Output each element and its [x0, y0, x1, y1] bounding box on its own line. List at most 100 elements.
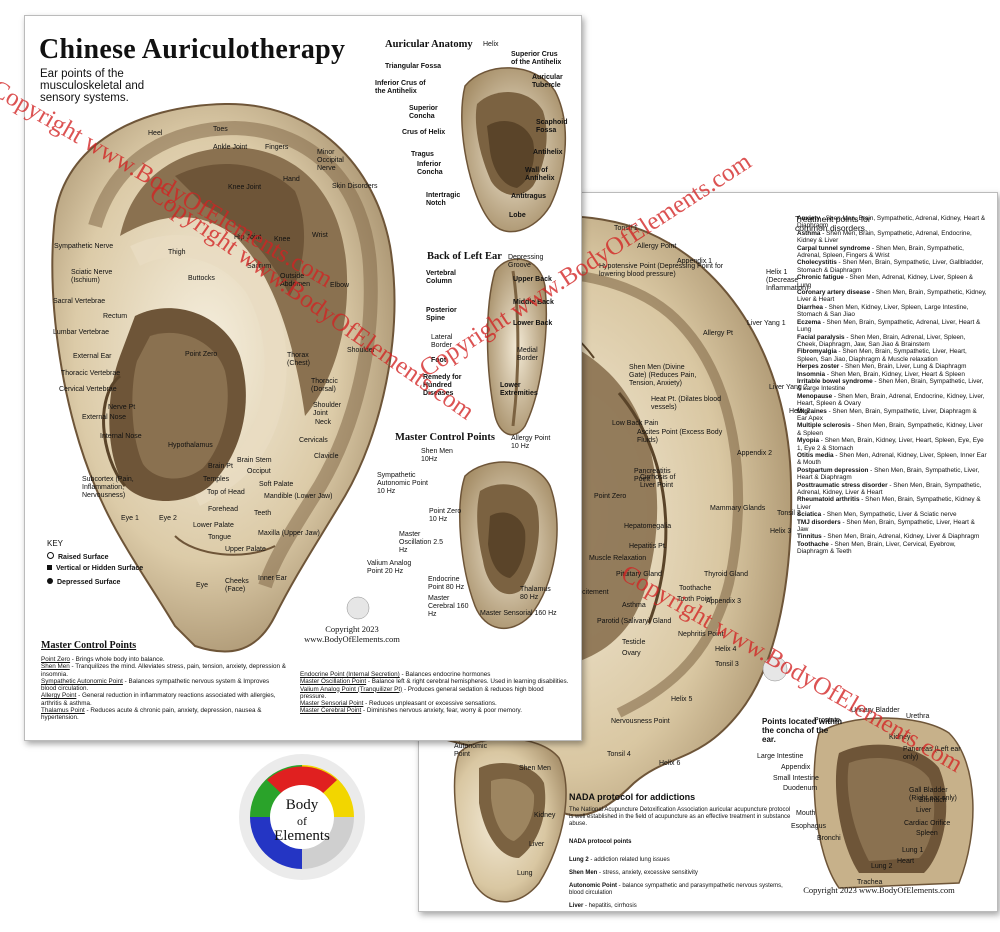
entry-name: Migraines — [797, 407, 827, 415]
entry-name: Master Oscillation Point — [300, 678, 367, 686]
entry-name: Asthma — [797, 229, 821, 237]
point-label: Master Cerebral 160 Hz — [428, 595, 469, 618]
point-label: Lower Extremities — [500, 382, 538, 397]
list-entry: Herpes zoster - Shen Men, Brain, Liver, … — [797, 363, 987, 370]
entry-text: - Reduces unpleasant or excessive sensat… — [363, 700, 497, 708]
point-label: Allergy Pt — [703, 330, 733, 337]
point-label: Shen Men 10Hz — [421, 448, 453, 463]
point-label: Middle Back — [513, 299, 554, 306]
anatomy-title: Auricular Anatomy — [385, 39, 473, 50]
point-label: Heart — [897, 858, 915, 865]
entry-text: - Balance left & right cerebral hemisphe… — [366, 678, 569, 686]
list-entry: Coronary artery disease - Shen Men, Brai… — [797, 289, 987, 304]
list-entry: Shen Men - Tranquilizes the mind. Allevi… — [41, 663, 286, 678]
point-label: Cheeks (Face) — [225, 578, 249, 593]
point-label: Helix 3 — [770, 528, 792, 535]
entry-text: - Brings whole body into balance. — [70, 656, 165, 663]
point-label: Tragus — [411, 151, 434, 158]
entry-name: TMJ disorders — [797, 518, 841, 526]
entry-name: Insomnia — [797, 370, 826, 378]
point-label: Shen Men (Divine Gate) (Reduces Pain, Te… — [629, 364, 697, 387]
point-label: Intertragic Notch — [426, 192, 461, 207]
entry-name: Chronic fatigue — [797, 274, 844, 282]
entry-name: Posttraumatic stress disorder — [797, 481, 888, 489]
point-label: Toothache — [679, 585, 712, 592]
entry-name: Cholecystitis — [797, 259, 837, 267]
entry-text: - Shen Men, Brain, Adrenal, Endocrine, K… — [797, 392, 985, 408]
mcp-right-list: Endocrine Point (Internal Secretion) - B… — [300, 671, 570, 715]
key-depressed: Depressed Surface — [47, 578, 120, 586]
point-label: Appendix 3 — [706, 598, 742, 605]
entry-name: Endocrine Point (Internal Secretion) — [300, 671, 400, 678]
point-label: Upper Back — [513, 276, 552, 283]
point-label: Testicle — [622, 639, 646, 646]
point-label: Tooth Point — [677, 596, 713, 603]
sheet1-copyright: Copyright 2023 www.BodyOfElements.com — [304, 624, 400, 644]
point-label: Prostate — [814, 717, 841, 724]
point-label: Tonsil 4 — [607, 751, 631, 758]
list-entry: Diarrhea - Shen Men, Kidney, Liver, Sple… — [797, 304, 987, 319]
point-label: Hepatomegalia — [624, 523, 672, 530]
point-label: Temples — [203, 476, 230, 483]
list-entry: Master Sensorial Point - Reduces unpleas… — [300, 700, 570, 707]
point-label: Pituitary Gland — [616, 571, 662, 578]
entry-text: - Shen Men, Kidney, Liver, Spleen, Large… — [797, 303, 969, 319]
entry-text: - Shen Men, Brain, Sympathetic, Liver, G… — [797, 259, 984, 274]
point-label: Ovary — [622, 650, 641, 657]
entry-text: - Shen Men, Brain, Sympathetic, Kidney, … — [797, 422, 983, 437]
entry-text: - Shen Men, Brain, Sympathetic, Adrenal,… — [797, 229, 972, 245]
point-label: Master Oscillation 2.5 Hz — [399, 531, 443, 554]
point-label: Urethra — [906, 713, 930, 720]
point-label: Liver — [916, 807, 932, 814]
point-label: Helix 6 — [659, 760, 681, 767]
sheet2-copyright: Copyright 2023 www.BodyOfElements.com — [803, 885, 955, 895]
point-label: Allergy Point — [637, 243, 677, 250]
list-entry: Fibromyalgia - Shen Men, Brain, Sympathe… — [797, 348, 987, 363]
point-label: Asthma — [622, 602, 646, 609]
point-label: Nephritis Point — [678, 631, 724, 638]
point-label: Helix 2 — [789, 408, 811, 415]
logo-text: Body of Elements — [274, 797, 330, 844]
point-label: Soft Palate — [259, 481, 294, 488]
point-label: Master Sensorial 160 Hz — [480, 610, 557, 617]
point-label: Tongue — [208, 534, 231, 541]
point-label: Subcortex (Pain, Inflammation, Nervousne… — [82, 476, 134, 499]
entry-text: - Shen Men, Brain, Sympathetic, Adrenal,… — [797, 215, 986, 230]
point-label: Brain Pt — [208, 463, 233, 470]
entry-text: - Shen Men, Brain, Sympathetic, Adrenal,… — [797, 481, 982, 497]
point-label: Tonsil 3 — [715, 661, 739, 668]
point-label: Kidney — [889, 734, 911, 741]
point-label: Excitement — [574, 589, 609, 596]
point-label: Thigh — [168, 249, 186, 256]
point-label: Allergy Point 10 Hz — [511, 435, 551, 450]
nada-title: NADA protocol for addictions — [569, 792, 696, 802]
point-label: Point Zero 10 Hz — [429, 508, 462, 523]
entry-text: - hepatitis, cirrhosis — [583, 903, 637, 909]
point-label: Cervical Vertebrae — [59, 386, 117, 393]
entry-name: Valium Analog Point (Tranquilizer Pt) — [300, 685, 403, 693]
point-label: Remedy for Hundred Diseases — [423, 374, 462, 397]
point-label: Appendix 2 — [737, 450, 773, 457]
point-label: Superior Concha — [409, 105, 438, 120]
point-label: Rectum — [103, 313, 128, 320]
point-label: Lower Back — [513, 320, 553, 327]
point-label: Heat Pt. (Dilates blood vessels) — [651, 396, 722, 411]
point-label: Muscle Relaxation — [589, 555, 647, 562]
entry-name: Allergy Point — [41, 692, 77, 700]
key-vertical: Vertical or Hidden Surface — [47, 565, 143, 572]
concha-title: Points located within the concha of the … — [762, 717, 843, 744]
list-entry: Rheumatoid arthritis - Shen Men, Brain, … — [797, 496, 987, 511]
entry-name: Rheumatoid arthritis — [797, 496, 860, 504]
point-label: Crus of Helix — [402, 129, 446, 136]
point-label: External Nose — [82, 414, 126, 421]
point-label: Liver — [529, 841, 545, 848]
entry-name: Menopause — [797, 392, 833, 400]
depressed-marker-icon — [47, 578, 53, 584]
entry-text: - Shen Men, Brain, Sympathetic, Adrenal,… — [797, 318, 981, 334]
point-label: Parotid (Salivary) Gland — [597, 618, 672, 625]
list-entry: Allergy Point - General reduction in inf… — [41, 692, 286, 707]
point-label: Lung — [517, 870, 533, 877]
point-label: Valium Analog Point 20 Hz — [367, 560, 412, 575]
poster-title: Chinese Auriculotherapy — [39, 34, 346, 65]
point-label: Antitragus — [511, 193, 546, 200]
